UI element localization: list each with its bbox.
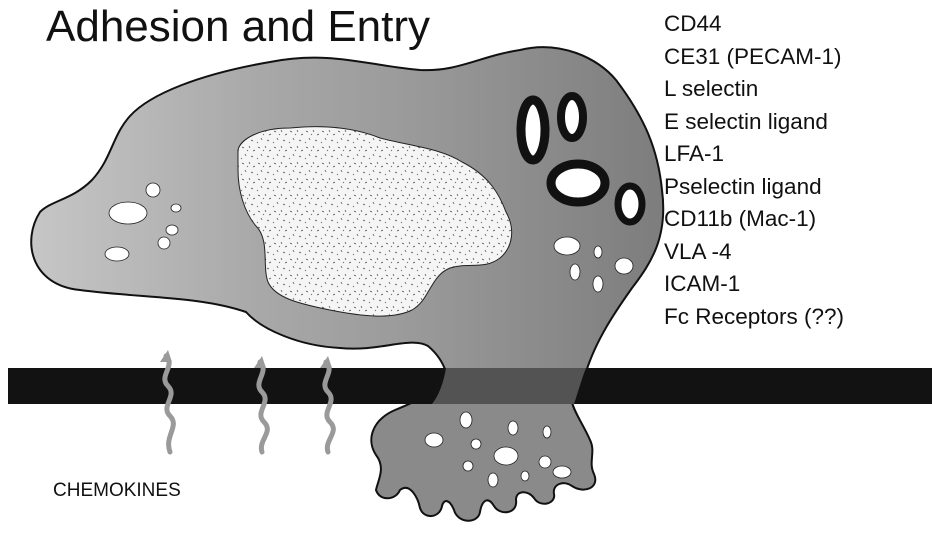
molecule-item: E selectin ligand xyxy=(664,106,844,139)
granule-ring xyxy=(551,164,605,202)
molecule-item: LFA-1 xyxy=(664,138,844,171)
molecule-item: ICAM-1 xyxy=(664,268,844,301)
molecule-item: CD11b (Mac-1) xyxy=(664,203,844,236)
granule-ring xyxy=(618,186,642,222)
molecule-item: L selectin xyxy=(664,73,844,106)
diagram-title: Adhesion and Entry xyxy=(46,2,430,52)
pseudopod-crossing xyxy=(432,368,586,404)
granule-ring xyxy=(521,100,545,160)
molecule-item: CD44 xyxy=(664,8,844,41)
molecule-item: Pselectin ligand xyxy=(664,171,844,204)
molecule-item: CE31 (PECAM-1) xyxy=(664,41,844,74)
molecule-item: Fc Receptors (??) xyxy=(664,301,844,334)
granule-ring xyxy=(561,96,583,138)
molecule-item: VLA -4 xyxy=(664,236,844,269)
chemokines-label: CHEMOKINES xyxy=(53,480,181,502)
chemokine-heads xyxy=(160,350,332,368)
adhesion-molecule-list: CD44 CE31 (PECAM-1) L selectin E selecti… xyxy=(664,8,844,333)
